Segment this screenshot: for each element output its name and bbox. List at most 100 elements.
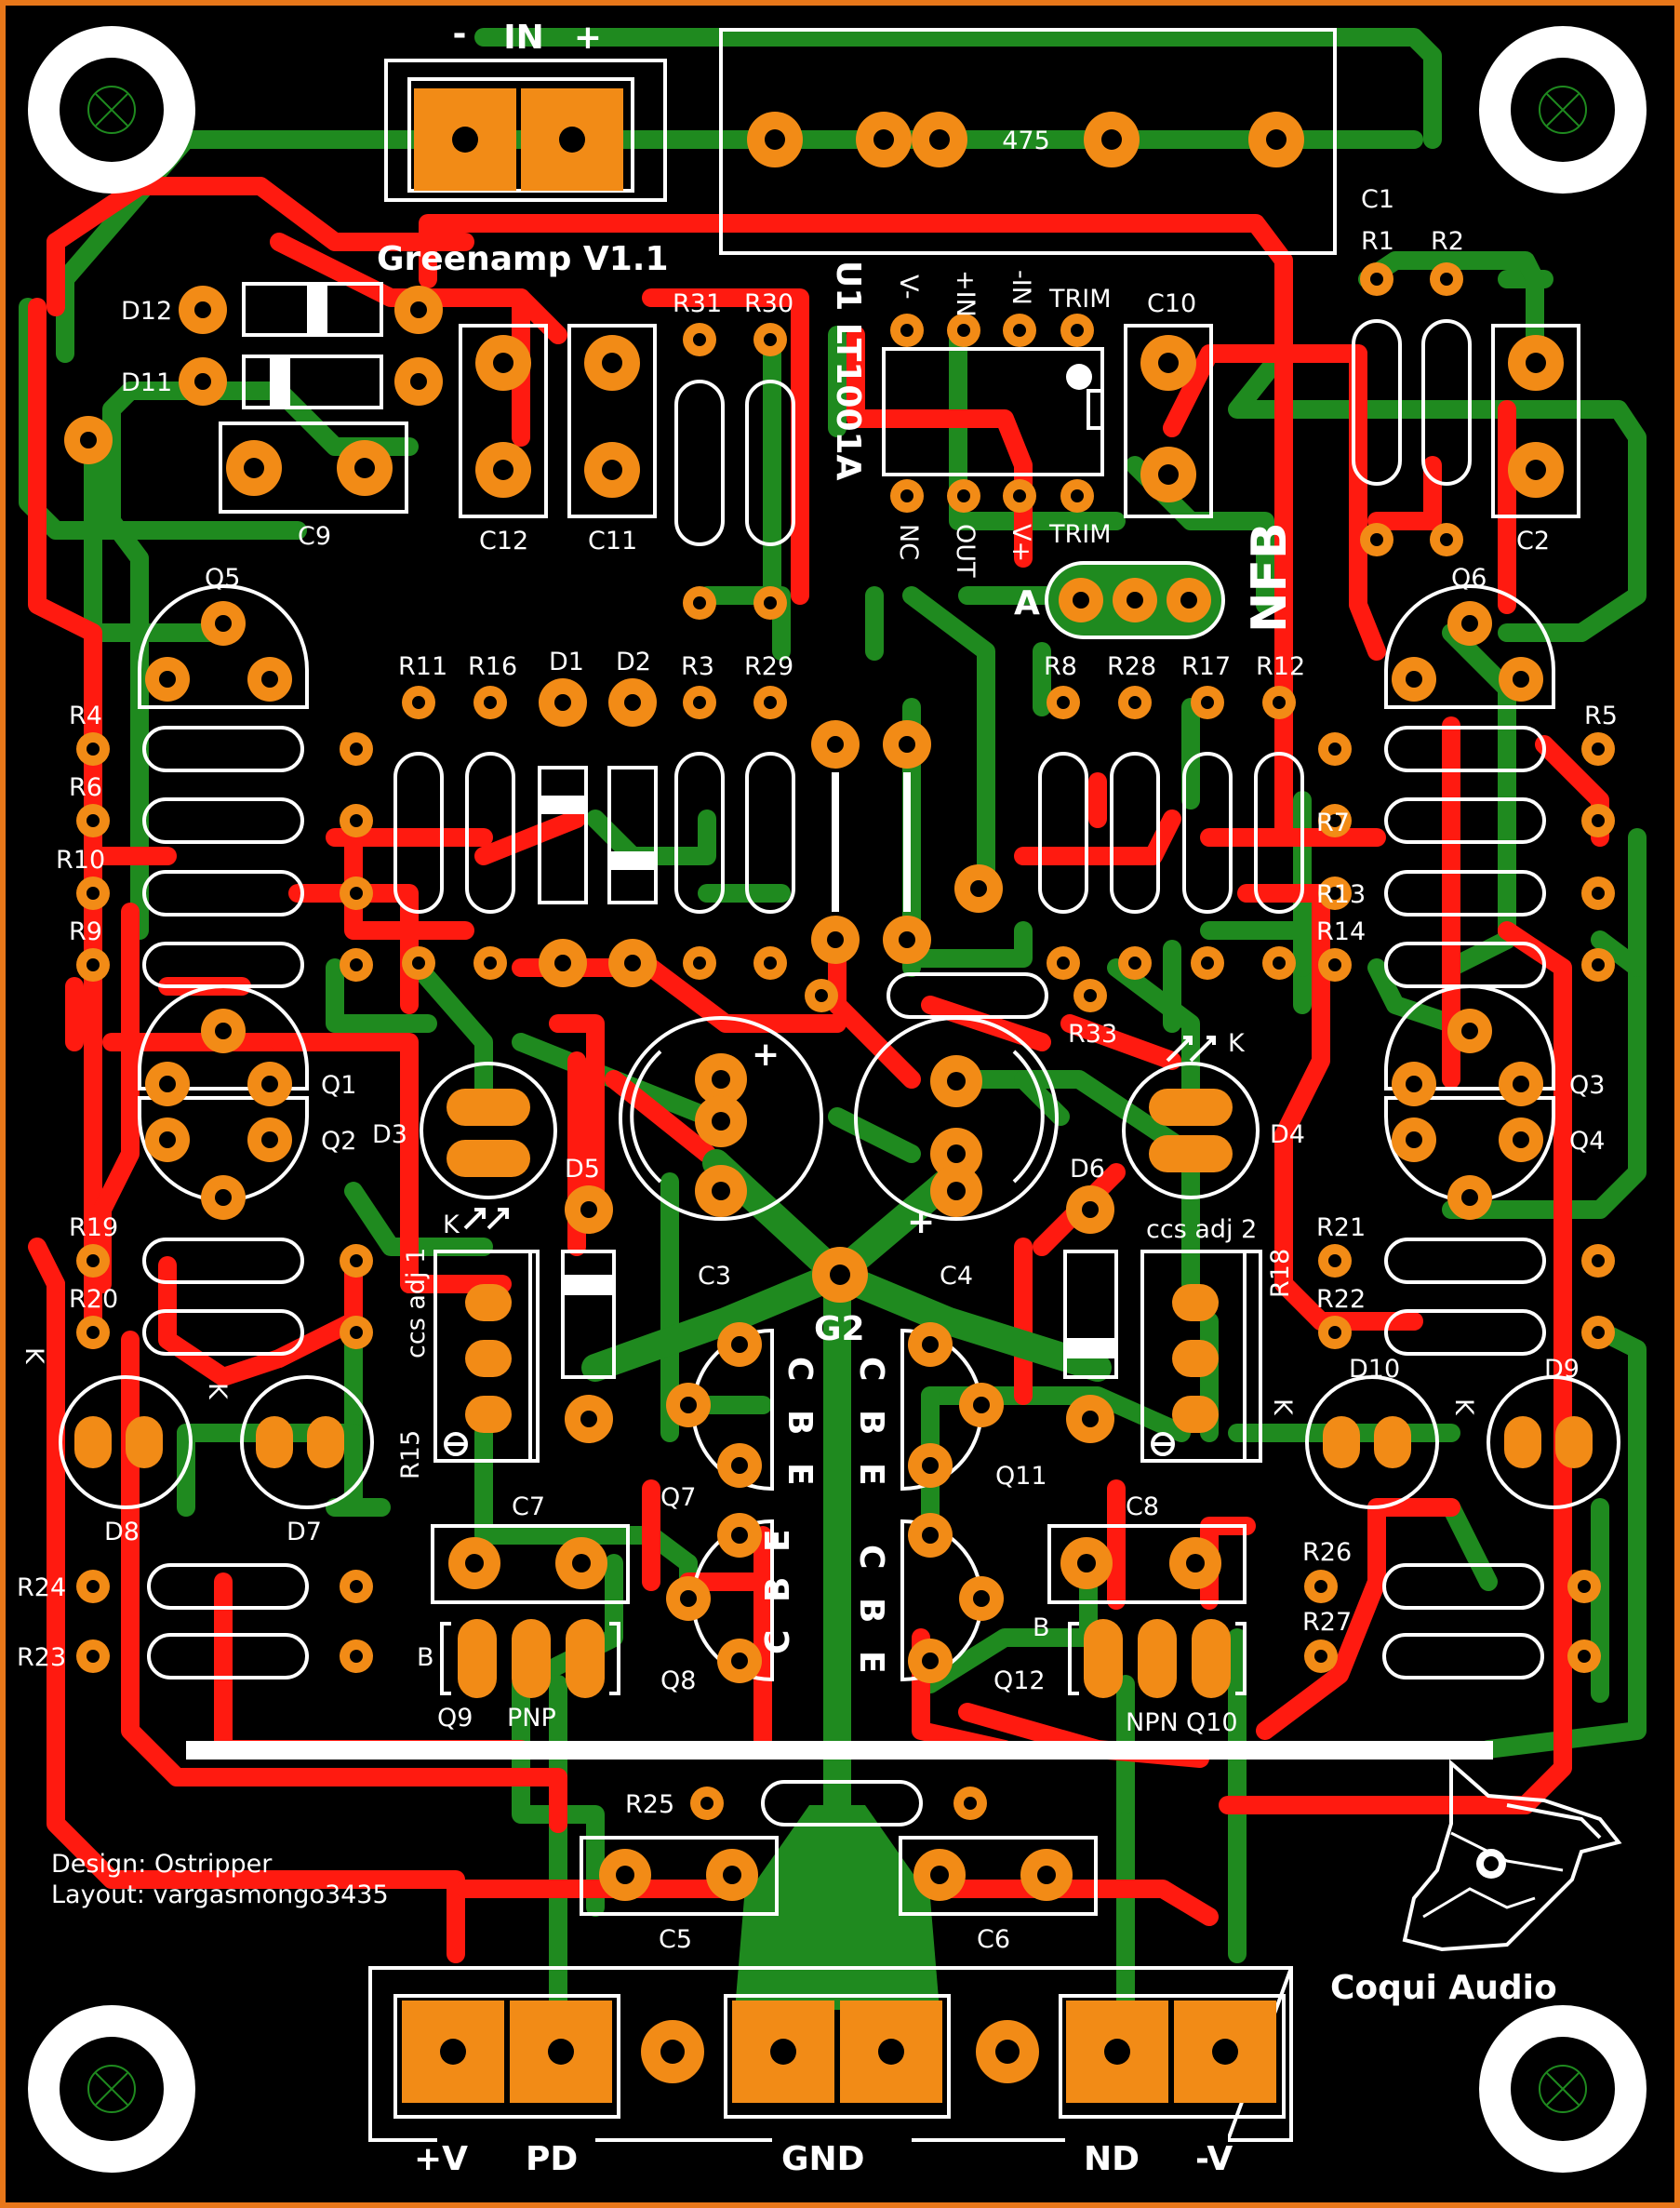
- conn-label-pd: PD: [526, 2140, 578, 2178]
- conn-label-plus-v: +V: [414, 2140, 468, 2178]
- center-link-wires: [811, 720, 1003, 964]
- power-connector: +V PD GND ND -V: [368, 1966, 1293, 2178]
- svg-text:R22: R22: [1316, 1285, 1366, 1314]
- opamp-pin-inminus: -IN: [1007, 270, 1035, 305]
- svg-text:R2: R2: [1431, 227, 1464, 256]
- transistor-q11: Q11 C B E: [852, 1322, 1047, 1492]
- trimmer-pot: 475: [719, 28, 1337, 255]
- transistor-q7: Q7 C B E: [660, 1322, 819, 1512]
- svg-text:R26: R26: [1302, 1538, 1352, 1567]
- svg-text:E: E: [759, 1529, 797, 1552]
- opamp-pin-vminus: V-: [894, 274, 923, 300]
- pot-value-label: 475: [1002, 127, 1050, 155]
- svg-text:B: B: [780, 1410, 819, 1435]
- transistor-q5: Q5: [138, 564, 309, 709]
- svg-text:D10: D10: [1349, 1355, 1400, 1384]
- svg-text:D3: D3: [372, 1120, 407, 1149]
- svg-text:K: K: [1268, 1398, 1297, 1416]
- design-credit: Design: Ostripper: [51, 1850, 273, 1879]
- svg-text:C2: C2: [1516, 527, 1550, 555]
- pnp-label: PNP: [507, 1704, 556, 1733]
- opamp-pin-trim-top: TRIM: [1048, 285, 1112, 314]
- svg-text:C1: C1: [1361, 185, 1394, 214]
- svg-text:R14: R14: [1316, 917, 1366, 946]
- svg-text:D4: D4: [1270, 1120, 1305, 1149]
- transistor-q12: Q12 C B E: [852, 1513, 1046, 1695]
- capacitors-c12-c11: C12 C11: [459, 324, 657, 555]
- resistors-r31-r30: R31 R30: [673, 289, 795, 620]
- svg-text:D11: D11: [121, 368, 172, 397]
- mounting-hole-icon: [1479, 2005, 1647, 2173]
- svg-text:R17: R17: [1181, 652, 1231, 681]
- svg-text:K: K: [1228, 1029, 1246, 1058]
- svg-text:G2: G2: [814, 1310, 865, 1348]
- svg-text:C: C: [852, 1545, 890, 1569]
- svg-text:R3: R3: [681, 652, 714, 681]
- transistor-q10-npn: B NPN Q10: [1033, 1613, 1247, 1737]
- led-d3: D3: [372, 1062, 557, 1199]
- resistors-right-upper: R5 R7 R13 R14: [1316, 702, 1618, 988]
- svg-text:R25: R25: [625, 1790, 674, 1819]
- svg-text:+: +: [907, 1203, 935, 1241]
- mounting-hole-icon: [28, 26, 195, 194]
- svg-text:Q6: Q6: [1451, 564, 1487, 593]
- svg-text:Q4: Q4: [1569, 1127, 1605, 1156]
- svg-text:Q11: Q11: [995, 1462, 1047, 1491]
- resistor-r33: R33: [805, 972, 1117, 1049]
- opamp-pin-nc: NC: [894, 524, 923, 560]
- svg-text:Q12: Q12: [993, 1666, 1046, 1695]
- ccs-trimmer-1: ccs adj 1 K: [402, 1208, 540, 1463]
- svg-text:R28: R28: [1107, 652, 1156, 681]
- capacitor-c5: C5: [580, 1836, 779, 1954]
- transistor-q8: Q8 C B E: [660, 1513, 797, 1695]
- svg-text:E: E: [780, 1463, 819, 1486]
- svg-text:Q2: Q2: [321, 1127, 356, 1156]
- resistor-r25: R25: [625, 1780, 987, 1827]
- svg-text:D12: D12: [121, 297, 172, 326]
- svg-text:K: K: [203, 1383, 232, 1400]
- svg-text:Q10: Q10: [1186, 1708, 1238, 1737]
- brand-label: Coqui Audio: [1330, 1969, 1557, 2007]
- svg-text:R6: R6: [69, 773, 102, 802]
- svg-text:R5: R5: [1584, 702, 1618, 730]
- svg-text:R23: R23: [17, 1643, 66, 1672]
- ccs-adj-2-label: ccs adj 2: [1146, 1215, 1257, 1244]
- resistors-r19-r20: R19 R20 R15: [69, 1213, 425, 1479]
- opamp-designator: U1 LT1001A: [829, 261, 867, 481]
- svg-text:C4: C4: [940, 1262, 973, 1291]
- conn-label-nd: ND: [1084, 2140, 1140, 2178]
- svg-text:C3: C3: [698, 1262, 731, 1291]
- led-d8: D8 K: [20, 1347, 193, 1546]
- svg-text:B: B: [1033, 1613, 1050, 1642]
- led-d4: D4 K: [1122, 1029, 1305, 1199]
- capacitor-c8: C8: [1047, 1492, 1247, 1604]
- diodes-d12-d11: D12 D11: [121, 282, 443, 409]
- svg-text:B: B: [417, 1643, 434, 1672]
- jumper-nfb-label: NFB: [1242, 522, 1298, 633]
- svg-text:C11: C11: [588, 527, 637, 555]
- svg-text:D5: D5: [565, 1155, 600, 1184]
- svg-text:D2: D2: [616, 648, 651, 676]
- conn-label-gnd: GND: [781, 2140, 865, 2178]
- svg-text:R8: R8: [1044, 652, 1077, 681]
- svg-text:R24: R24: [17, 1573, 66, 1602]
- svg-text:Q5: Q5: [205, 564, 240, 593]
- transistor-pair-q1-q2: Q1 Q2: [138, 984, 356, 1220]
- diode-d5: D5: [561, 1155, 616, 1443]
- resistors-lower-left: R24 R23: [17, 1563, 373, 1679]
- svg-text:R13: R13: [1316, 880, 1366, 909]
- svg-text:D1: D1: [549, 648, 584, 676]
- svg-text:B: B: [852, 1410, 890, 1435]
- board-title: Greenamp V1.1: [377, 240, 669, 278]
- svg-text:R29: R29: [744, 652, 793, 681]
- svg-text:C8: C8: [1126, 1492, 1159, 1521]
- opamp-pin-vplus: V+: [1007, 524, 1035, 562]
- diode-d6: D6: [1063, 1155, 1118, 1443]
- svg-text:K: K: [20, 1347, 48, 1365]
- heatsink-marker: [186, 1741, 1493, 1760]
- layout-credit: Layout: vargasmongo3435: [51, 1880, 389, 1909]
- coqui-frog-logo: [1402, 1759, 1622, 1952]
- capacitor-c3: + C3: [619, 1016, 823, 1291]
- jumper-a-label: A: [1014, 584, 1040, 622]
